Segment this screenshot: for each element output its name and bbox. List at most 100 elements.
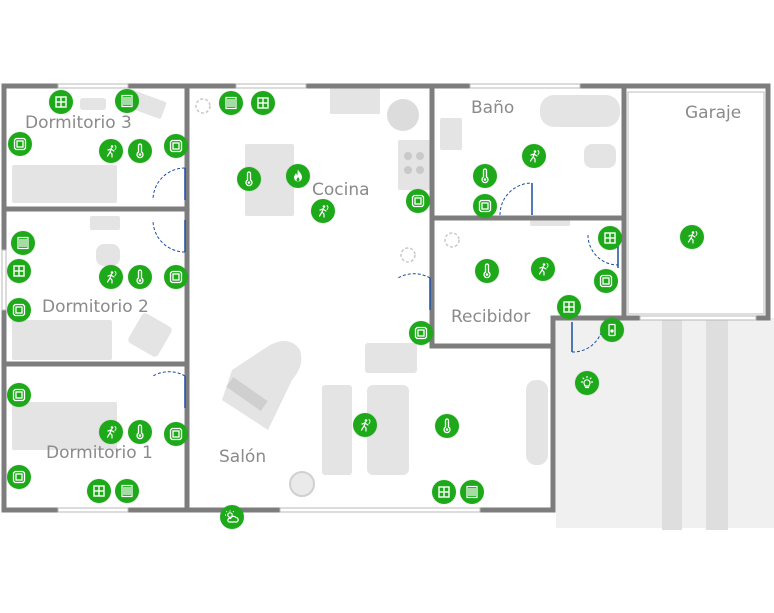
- armchair: [365, 343, 417, 373]
- blind-icon[interactable]: [115, 89, 139, 113]
- kitchen-cabinet: [330, 88, 380, 114]
- door-d3: [152, 167, 186, 201]
- weather-icon[interactable]: [220, 505, 244, 529]
- pillow-d2: [96, 244, 120, 266]
- bed-d1: [12, 402, 117, 450]
- window-icon[interactable]: [598, 226, 622, 250]
- motion-sensor-icon[interactable]: [680, 225, 704, 249]
- piano-keys: [226, 377, 268, 411]
- window-bath-top: [469, 83, 581, 89]
- motion-sensor-icon[interactable]: [522, 144, 546, 168]
- bath-cabinet: [440, 118, 462, 150]
- blind-icon[interactable]: [115, 479, 139, 503]
- door-d2: [152, 219, 186, 253]
- driveway-stripe-2: [706, 320, 728, 530]
- hob-burner-4: [416, 166, 424, 174]
- bathtub: [540, 95, 620, 127]
- window-icon[interactable]: [432, 480, 456, 504]
- window-garage-bottom: [639, 315, 757, 321]
- fire-icon[interactable]: [286, 164, 310, 188]
- pillow-d3: [80, 98, 106, 110]
- blind-icon[interactable]: [219, 91, 243, 115]
- window-icon[interactable]: [87, 479, 111, 503]
- alarm-panel-icon[interactable]: [7, 298, 31, 322]
- room-label-dormitorio-3: Dormitorio 3: [25, 113, 132, 133]
- window-icon[interactable]: [251, 91, 275, 115]
- alarm-panel-icon[interactable]: [164, 134, 188, 158]
- furniture-layer: [12, 88, 774, 530]
- window-icon[interactable]: [7, 259, 31, 283]
- window-salon-bottom: [279, 507, 481, 513]
- chair-d2: [128, 313, 172, 357]
- motion-sensor-icon[interactable]: [353, 413, 377, 437]
- room-label-bano: Baño: [471, 98, 515, 118]
- tv-cabinet: [526, 380, 548, 465]
- fan-icon-kitchen-2: [400, 247, 416, 263]
- window-d1-bottom: [57, 507, 129, 513]
- window-kitchen-top: [235, 83, 307, 89]
- alarm-panel-icon[interactable]: [406, 189, 430, 213]
- alarm-panel-icon[interactable]: [7, 465, 31, 489]
- thermometer-icon[interactable]: [237, 167, 261, 191]
- light-icon[interactable]: [575, 371, 599, 395]
- motion-sensor-icon[interactable]: [99, 139, 123, 163]
- driveway-stripe-1: [662, 320, 682, 530]
- toilet: [584, 144, 616, 168]
- motion-sensor-icon[interactable]: [311, 199, 335, 223]
- stove: [398, 140, 430, 190]
- sink: [387, 99, 419, 131]
- motion-sensor-icon[interactable]: [99, 265, 123, 289]
- coffee-table: [367, 385, 409, 475]
- room-label-salon: Salón: [219, 447, 267, 467]
- fan-icons: [195, 98, 460, 263]
- alarm-panel-icon[interactable]: [8, 132, 32, 156]
- alarm-panel-icon[interactable]: [409, 321, 433, 345]
- bed-d3: [12, 165, 117, 203]
- window-icon[interactable]: [49, 90, 73, 114]
- door-kitchen: [397, 273, 431, 279]
- door-d1: [152, 371, 186, 377]
- windows: [1, 83, 757, 513]
- garage-inner-frame: [627, 91, 765, 315]
- hob: [404, 152, 424, 174]
- door-recibidor: [587, 234, 619, 266]
- window-d2-left: [1, 249, 7, 311]
- room-label-dormitorio-2: Dormitorio 2: [42, 297, 149, 317]
- door-bath: [499, 182, 533, 216]
- thermometer-icon[interactable]: [435, 414, 459, 438]
- thermometer-icon[interactable]: [128, 265, 152, 289]
- kitchen-table: [245, 144, 294, 216]
- thermometer-icon[interactable]: [475, 259, 499, 283]
- nightstand-d2: [90, 216, 120, 230]
- thermometer-icon[interactable]: [128, 139, 152, 163]
- sofa-back: [322, 385, 352, 475]
- blind-icon[interactable]: [460, 480, 484, 504]
- piano: [222, 341, 302, 430]
- thermometer-icon[interactable]: [473, 164, 497, 188]
- plant-pot: [289, 471, 315, 497]
- blind-icon[interactable]: [11, 231, 35, 255]
- hob-burner-3: [404, 166, 412, 174]
- door-leaves: [184, 168, 619, 408]
- room-label-cocina: Cocina: [312, 180, 370, 200]
- window-d3-top: [57, 83, 129, 89]
- hob-burner-1: [404, 152, 412, 160]
- alarm-panel-icon[interactable]: [164, 265, 188, 289]
- room-label-recibidor: Recibidor: [451, 307, 531, 327]
- alarm-panel-icon[interactable]: [594, 269, 618, 293]
- motion-sensor-icon[interactable]: [99, 420, 123, 444]
- room-label-garaje: Garaje: [685, 103, 742, 123]
- room-label-dormitorio-1: Dormitorio 1: [46, 443, 153, 463]
- alarm-panel-icon[interactable]: [473, 194, 497, 218]
- fan-icon-recibidor: [444, 232, 460, 248]
- fan-icon-kitchen-1: [195, 98, 211, 114]
- bed-d2: [12, 320, 112, 360]
- thermometer-icon[interactable]: [128, 420, 152, 444]
- alarm-panel-icon[interactable]: [164, 422, 188, 446]
- door-sensor-icon[interactable]: [600, 318, 624, 342]
- hob-burner-2: [416, 152, 424, 160]
- alarm-panel-icon[interactable]: [7, 383, 31, 407]
- motion-sensor-icon[interactable]: [531, 257, 555, 281]
- window-icon[interactable]: [557, 295, 581, 319]
